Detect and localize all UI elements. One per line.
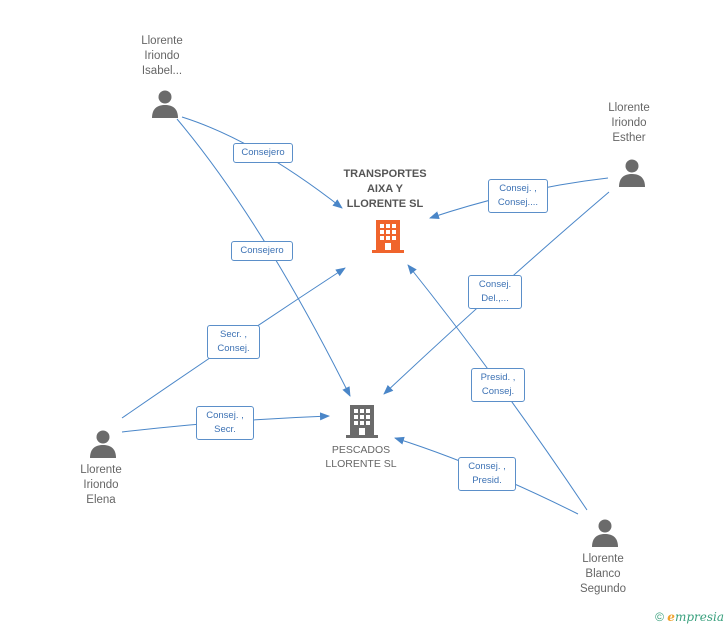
building-icon[interactable] [346, 403, 378, 439]
label-line: TRANSPORTES [343, 168, 427, 180]
person-label-segundo[interactable]: Llorente Blanco Segundo [563, 552, 643, 597]
role-text: Consej. [217, 343, 250, 354]
label-line: PESCADOS [331, 444, 391, 456]
role-text: Consejero [240, 245, 284, 256]
edge-label-elena-transportes[interactable]: Secr. , Consej. [207, 325, 260, 359]
role-text: Presid. , [480, 372, 516, 383]
label-line: Llorente [582, 553, 624, 565]
role-text: Secr. [214, 424, 236, 435]
label-line: Elena [86, 494, 116, 506]
building-icon[interactable] [372, 218, 404, 254]
edge-label-elena-pescados[interactable]: Consej. , Secr. [196, 406, 254, 440]
label-line: Llorente [80, 464, 122, 476]
label-line: Iriondo [144, 50, 180, 62]
edge-label-isabel-pescados[interactable]: Consejero [231, 241, 293, 261]
role-text: Consej. , [499, 183, 537, 194]
role-text: Del.,... [481, 293, 509, 304]
role-text: Consej. , [206, 410, 244, 421]
role-text: Presid. [472, 475, 502, 486]
label-line: Iriondo [611, 117, 647, 129]
label-line: Llorente [608, 102, 650, 114]
label-line: AIXA Y [366, 183, 404, 195]
brand-name: mpresia [674, 610, 724, 624]
edge-label-esther-transportes[interactable]: Consej. , Consej.... [488, 179, 548, 213]
label-line: LLORENTE SL [325, 458, 397, 470]
label-line: Segundo [579, 583, 627, 595]
brand-logo: empresia [667, 610, 724, 624]
edge-label-segundo-transportes[interactable]: Presid. , Consej. [471, 368, 525, 402]
role-text: Consej. [481, 386, 515, 397]
role-text: Consej. [478, 279, 512, 290]
label-line: LLORENTE SL [346, 198, 424, 210]
role-text: Secr. , [220, 329, 247, 340]
label-line: Isabel... [141, 65, 183, 77]
label-line: Iriondo [83, 479, 119, 491]
company-label-pescados[interactable]: PESCADOS LLORENTE SL [305, 443, 417, 471]
person-label-isabel[interactable]: Llorente Iriondo Isabel... [122, 34, 202, 79]
copyright-icon: © [655, 610, 664, 624]
person-icon[interactable] [617, 157, 647, 187]
role-text: Consejero [241, 147, 285, 158]
label-line: Blanco [585, 568, 621, 580]
person-icon[interactable] [150, 88, 180, 118]
person-icon[interactable] [88, 428, 118, 458]
edge-label-isabel-transportes[interactable]: Consejero [233, 143, 293, 163]
role-text: Consej.... [497, 197, 539, 208]
label-line: Esther [612, 132, 646, 144]
person-icon[interactable] [590, 517, 620, 547]
person-label-esther[interactable]: Llorente Iriondo Esther [589, 101, 669, 146]
edge-isabel-pescados [176, 118, 351, 397]
edge-label-esther-pescados[interactable]: Consej. Del.,... [468, 275, 522, 309]
brand-initial: e [667, 610, 675, 624]
edge-label-segundo-pescados[interactable]: Consej. , Presid. [458, 457, 516, 491]
footer-credit[interactable]: © empresia [655, 610, 724, 624]
role-text: Consej. , [468, 461, 506, 472]
person-label-elena[interactable]: Llorente Iriondo Elena [61, 463, 141, 508]
company-label-transportes[interactable]: TRANSPORTES AIXA Y LLORENTE SL [325, 167, 445, 212]
label-line: Llorente [141, 35, 183, 47]
